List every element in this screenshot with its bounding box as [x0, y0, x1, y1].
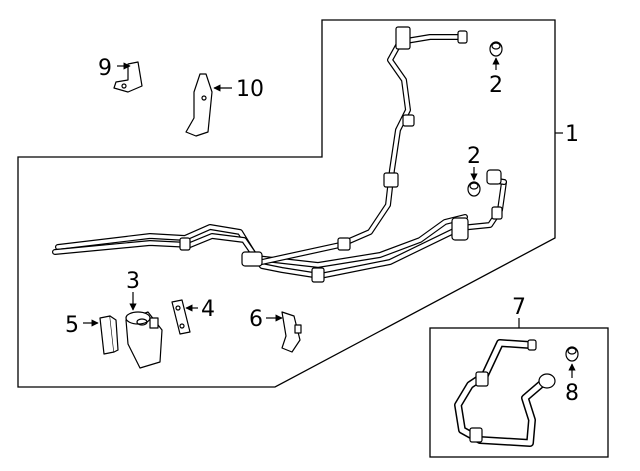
bracket-5 [99, 315, 119, 355]
callout-6: 6 [249, 307, 263, 332]
cap-2-lower [467, 181, 481, 197]
callout-9: 9 [98, 56, 112, 81]
canister-3 [125, 311, 163, 369]
callout-1: 1 [565, 122, 579, 147]
hose-7 [454, 339, 556, 447]
callout-4: 4 [201, 297, 215, 322]
callout-3: 3 [126, 269, 140, 294]
tube-assembly [52, 26, 507, 283]
callout-10: 10 [236, 77, 264, 102]
callout-2-lower: 2 [467, 144, 481, 169]
assembly-outline-main [17, 19, 556, 388]
callout-8: 8 [565, 381, 579, 406]
bracket-6 [281, 311, 302, 353]
callout-7: 7 [512, 295, 526, 320]
callout-5: 5 [65, 313, 79, 338]
bracket-9 [113, 61, 143, 93]
cap-2-upper [489, 41, 503, 57]
bracket-10 [185, 73, 213, 137]
cap-8 [565, 346, 579, 362]
callout-2-upper: 2 [489, 73, 503, 98]
bracket-4 [171, 299, 191, 335]
